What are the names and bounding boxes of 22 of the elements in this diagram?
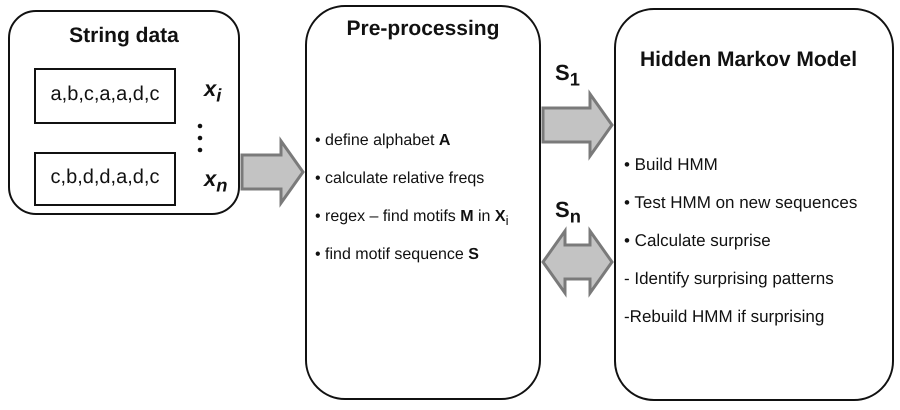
bullet-item: • define alphabet A bbox=[315, 132, 450, 150]
double-block-arrow bbox=[541, 226, 614, 298]
bullet-item: • find motif sequence S bbox=[315, 246, 479, 264]
process-box bbox=[305, 5, 541, 400]
box-heading: Pre-processing bbox=[346, 17, 500, 42]
block-arrow bbox=[240, 136, 305, 208]
process-box bbox=[8, 10, 240, 215]
variable-label: x$_{i}$ bbox=[204, 76, 222, 106]
bullet-item: • Calculate surprise bbox=[624, 231, 771, 251]
box-heading: String data bbox=[68, 24, 180, 48]
string-sequence: c,b,d,d,a,d,c bbox=[50, 166, 160, 189]
bullet-item: • Test HMM on new sequences bbox=[624, 193, 858, 213]
process-box bbox=[614, 8, 894, 401]
bullet-item: - Identify surprising patterns bbox=[624, 269, 834, 289]
box-heading: Hidden Markov Model bbox=[640, 48, 858, 72]
bullet-item: -Rebuild HMM if surprising bbox=[624, 307, 824, 327]
variable-label: x$_{n}$ bbox=[204, 166, 228, 196]
bullet-item: • regex – find motifs M in X$_{i}$ bbox=[315, 208, 509, 228]
bullet-item: • Build HMM bbox=[624, 155, 718, 175]
bullet-item: • calculate relative freqs bbox=[315, 170, 484, 188]
string-sequence: a,b,c,a,a,d,c bbox=[50, 83, 160, 106]
block-arrow bbox=[542, 89, 614, 161]
